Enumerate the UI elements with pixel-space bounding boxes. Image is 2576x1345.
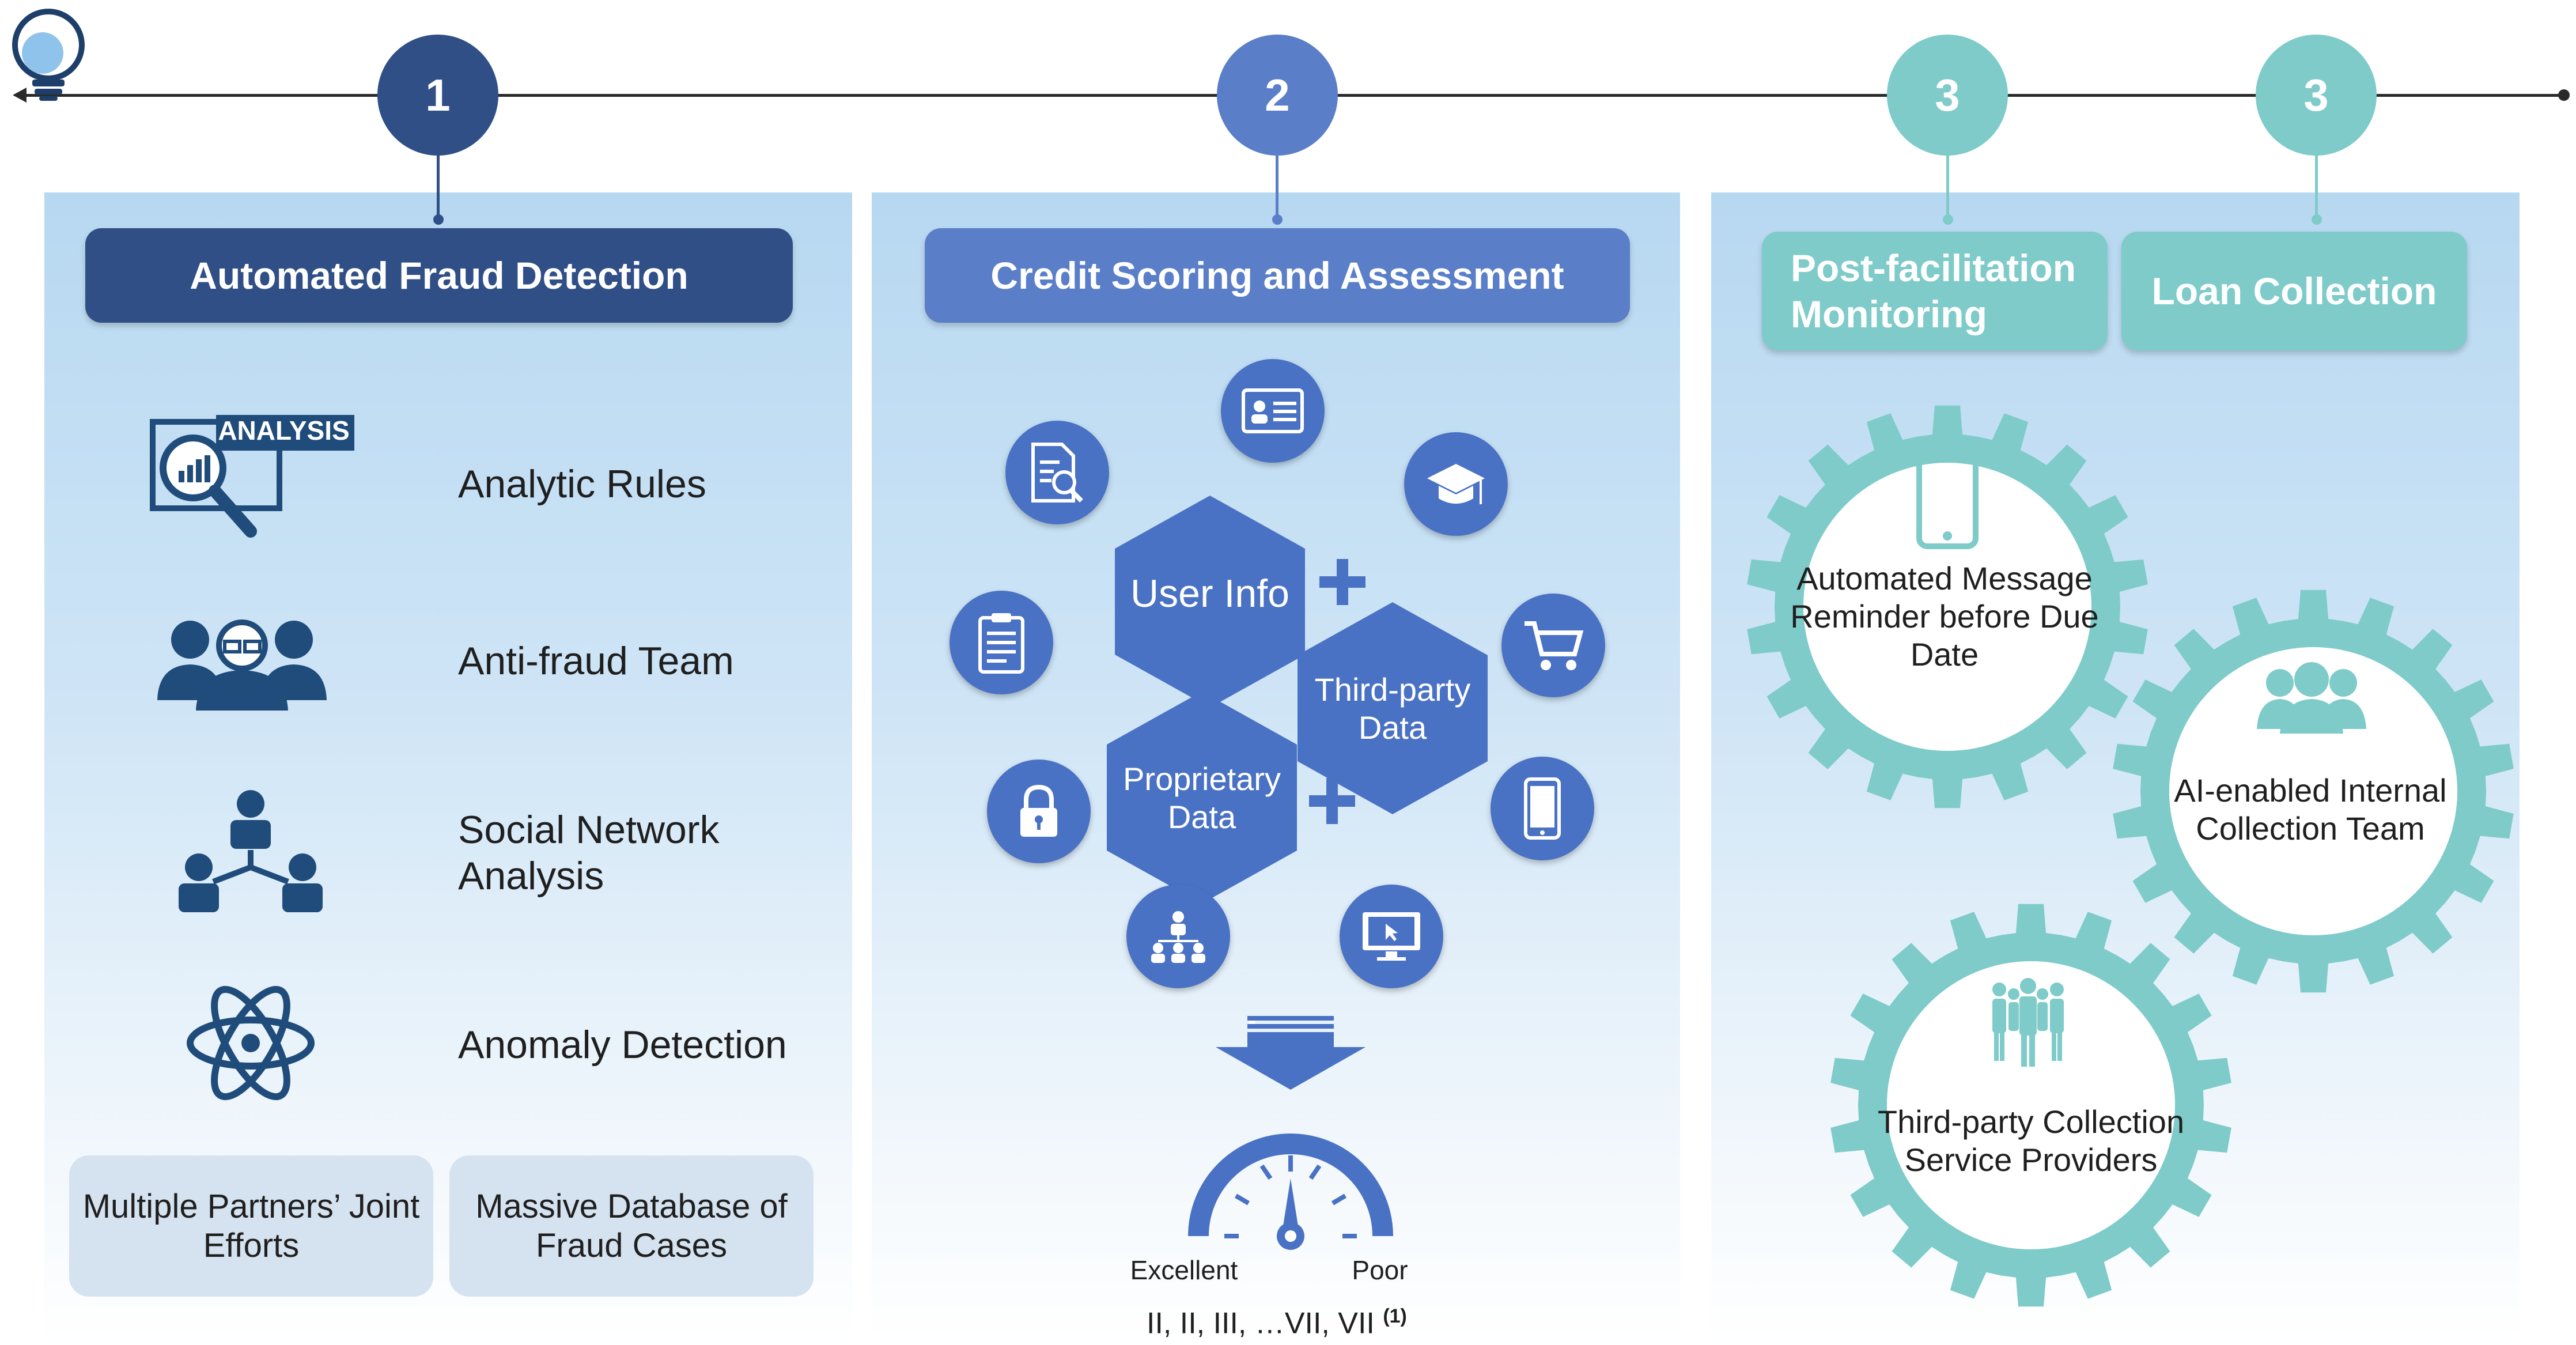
gear-ai-enabled-team: AI-enabled Internal Collection Team [2174, 772, 2447, 847]
gear-third-party-collection: Third-party Collection Service Providers [1877, 1104, 2185, 1178]
org-chart-icon [1126, 885, 1230, 988]
lock-icon [987, 760, 1091, 863]
step-3b-circle: 3 [2256, 35, 2377, 156]
step-2-connector-dot [1272, 214, 1283, 225]
smartphone-icon [1491, 757, 1594, 860]
team-icon [153, 614, 331, 712]
crowd-icon [1982, 977, 2074, 1069]
gear-3-shape-center [1887, 961, 2175, 1249]
header-credit-scoring: Credit Scoring and Assessment [925, 228, 1630, 323]
network-icon [173, 787, 328, 919]
rating-footnote: (1) [1383, 1305, 1407, 1327]
lightbulb-icon [8, 6, 89, 104]
gauge-icon [1184, 1121, 1397, 1259]
hex-proprietary-data: Proprietary Data [1123, 761, 1281, 835]
gear-1-shape-center [1803, 463, 2091, 751]
monitor-icon [1340, 885, 1443, 988]
step-1-circle: 1 [377, 35, 498, 156]
timeline-arrow-head [13, 88, 27, 103]
step-3b-connector [2315, 154, 2318, 218]
label-anomaly-detection: Anomaly Detection [458, 1023, 787, 1067]
analysis-badge-text: ANALYSIS [218, 415, 350, 445]
step-3b-connector-dot [2312, 214, 2322, 225]
rating-scale-text: II, II, III, …VII, VII [1147, 1306, 1375, 1340]
timeline-end-dot [2558, 89, 2570, 101]
rating-scale: II, II, III, …VII, VII (1) [1147, 1305, 1458, 1340]
label-social-network-analysis: Social Network Analysis [458, 808, 720, 898]
gears-diagram [1711, 346, 2552, 1342]
shopping-cart-icon [1501, 594, 1605, 697]
step-2-circle: 2 [1217, 35, 1338, 156]
analysis-icon [147, 410, 360, 543]
gauge-label-poor: Poor [1352, 1255, 1408, 1285]
step-3a-connector-dot [1943, 214, 1953, 225]
clipboard-icon [950, 591, 1053, 694]
label-anti-fraud-team: Anti-fraud Team [458, 639, 734, 683]
hex-user-info: User Info [1130, 572, 1289, 615]
step-1-connector-dot [433, 214, 444, 225]
step-2-connector [1276, 154, 1278, 218]
arrow-down-icon [1216, 1016, 1365, 1091]
smartphone-outline-icon [1916, 442, 1979, 549]
hex-third-party-data: Third-party Data [1314, 671, 1471, 746]
header-post-facilitation-monitoring: Post-facilitation Monitoring [1762, 232, 2108, 350]
step-3a-circle: 3 [1887, 35, 2008, 156]
people-team-icon [2254, 660, 2369, 735]
step-1-connector [437, 154, 440, 218]
graduation-cap-icon [1404, 432, 1508, 536]
footer-massive-database: Massive Database of Fraud Cases [449, 1155, 814, 1297]
header-loan-collection: Loan Collection [2121, 232, 2467, 350]
atom-icon [181, 985, 320, 1101]
document-search-icon [1005, 421, 1109, 524]
gauge-label-excellent: Excellent [1130, 1255, 1238, 1285]
gear-2-shape-center [2169, 647, 2457, 935]
step-3a-connector [1946, 154, 1949, 218]
footer-multiple-partners: Multiple Partners’ Joint Efforts [69, 1155, 433, 1297]
credit-diagram [864, 346, 1682, 1066]
label-analytic-rules: Analytic Rules [458, 462, 706, 506]
gear-automated-message: Automated Message Reminder before Due Da… [1790, 560, 2099, 673]
id-card-icon [1221, 359, 1325, 463]
panel-fraud-detection [44, 192, 852, 1342]
header-automated-fraud-detection: Automated Fraud Detection [85, 228, 793, 323]
